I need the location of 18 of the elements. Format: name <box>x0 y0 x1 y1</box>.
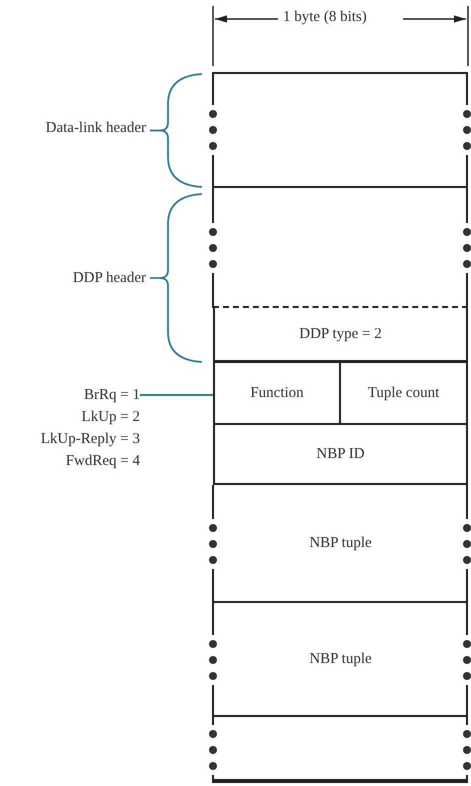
packet-field <box>213 363 341 425</box>
field-label: DDP type = 2 <box>299 325 382 344</box>
value-label: LkUp = 2 <box>82 408 140 427</box>
packet-field <box>213 72 468 188</box>
field-label: NBP ID <box>316 445 365 464</box>
leader-line <box>140 394 213 396</box>
packet-field <box>213 425 468 485</box>
packet-field <box>341 363 468 425</box>
value-label: BrRq = 1 <box>84 386 140 405</box>
field-label: Tuple count <box>368 384 440 403</box>
field-label: NBP tuple <box>309 650 372 669</box>
value-label: FwdReq = 4 <box>66 452 140 471</box>
bracket-label: DDP header <box>72 270 146 287</box>
field-label: NBP tuple <box>309 534 372 553</box>
bracket-label: Data-link header <box>44 120 146 137</box>
field-label: Function <box>250 384 304 403</box>
packet-field <box>213 308 468 363</box>
value-label: LkUp-Reply = 3 <box>40 430 140 449</box>
